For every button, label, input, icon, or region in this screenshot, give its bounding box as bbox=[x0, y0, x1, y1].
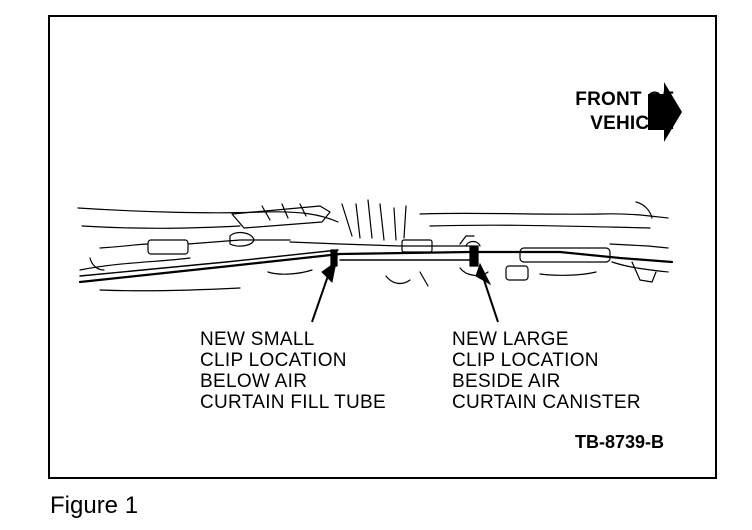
callout-line: CURTAIN CANISTER bbox=[452, 392, 641, 413]
callout-large-clip: NEW LARGE CLIP LOCATION BESIDE AIR CURTA… bbox=[452, 329, 641, 413]
callout-small-clip: NEW SMALL CLIP LOCATION BELOW AIR CURTAI… bbox=[200, 329, 386, 413]
callout-line: CURTAIN FILL TUBE bbox=[200, 392, 386, 413]
callout-line: NEW LARGE bbox=[452, 329, 569, 350]
callout-line: BELOW AIR bbox=[200, 371, 308, 392]
figure-code: TB-8739-B bbox=[575, 432, 665, 452]
callout-line: CLIP LOCATION bbox=[452, 350, 599, 371]
callout-line: NEW SMALL bbox=[200, 329, 315, 350]
front-arrow-icon bbox=[648, 82, 682, 142]
callout-line: CLIP LOCATION bbox=[200, 350, 347, 371]
figure-caption: Figure 1 bbox=[50, 492, 139, 519]
illustration-frame bbox=[48, 15, 717, 479]
callout-line: BESIDE AIR bbox=[452, 371, 561, 392]
